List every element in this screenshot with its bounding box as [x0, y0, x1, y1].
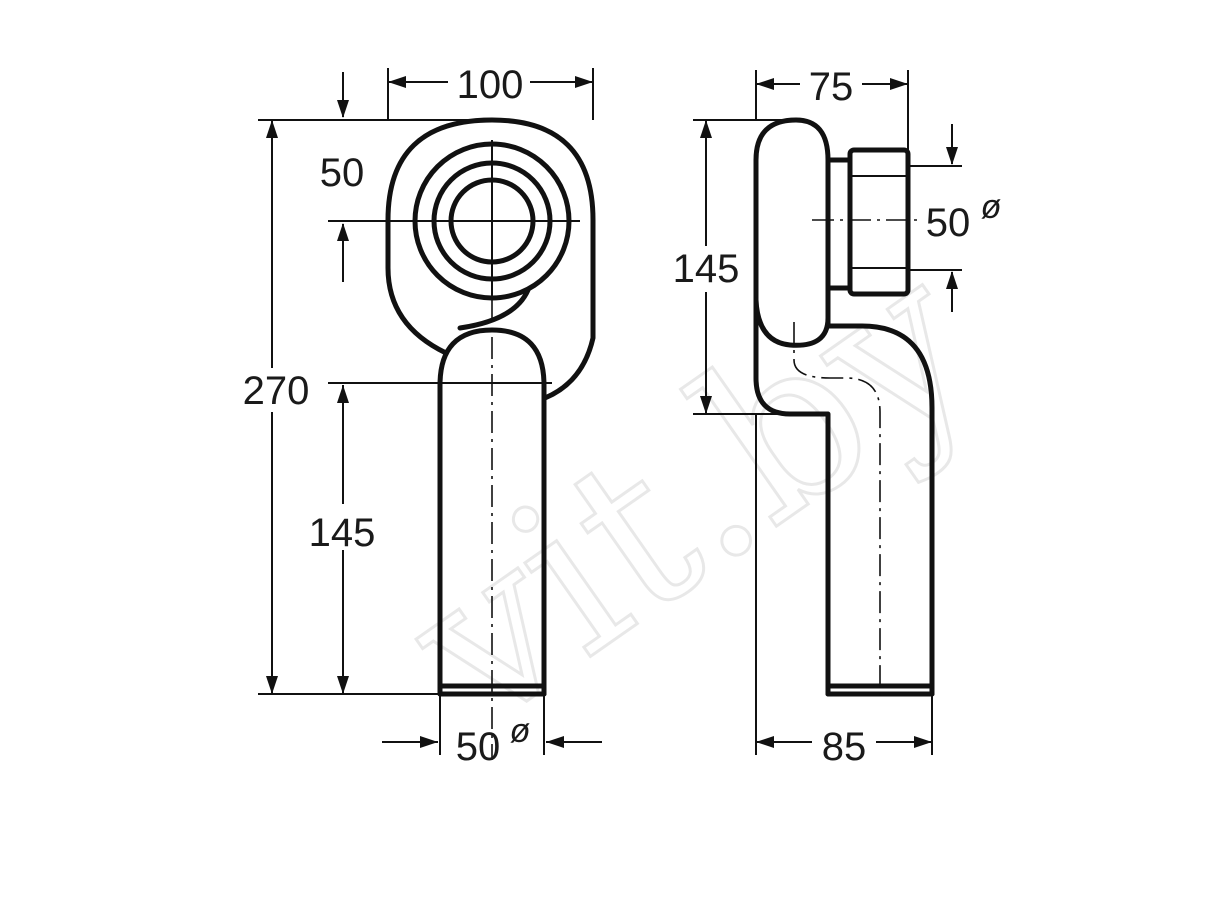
side-height-arrow-top	[700, 120, 712, 138]
side-height-label: 145	[673, 247, 740, 291]
depth-top-arrow-left	[756, 78, 774, 90]
width-arrow-right	[575, 76, 593, 88]
inlet-arrow-top	[946, 147, 958, 165]
depth-bottom-arrow-left	[756, 736, 774, 748]
front-outlet-diameter-symbol: ø	[510, 712, 531, 750]
lower-height-label-bg	[300, 504, 386, 550]
width-arrow-left	[388, 76, 406, 88]
side-depth-top-label: 75	[809, 65, 854, 109]
outlet-arrow-right	[546, 736, 564, 748]
side-inlet-diameter-symbol: ø	[981, 188, 1002, 226]
side-dimensions: 75 145 50 ø 85	[673, 65, 1002, 769]
inlet-arrow-bottom	[946, 271, 958, 289]
offset-arrow-top	[337, 100, 349, 118]
side-inlet-spigot	[847, 147, 911, 297]
lower-height-arrow-bottom	[337, 676, 349, 694]
front-width-label: 100	[457, 63, 524, 107]
depth-bottom-arrow-right	[914, 736, 932, 748]
depth-top-arrow-right	[890, 78, 908, 90]
lower-height-arrow-top	[337, 385, 349, 403]
watermark-logo: vit.by	[364, 211, 1018, 776]
front-offset-label: 50	[320, 151, 365, 195]
front-outlet-diameter-label: 50	[456, 725, 501, 769]
offset-arrow-bottom	[337, 223, 349, 241]
front-dimensions: 100 270 50 145 50 ø	[243, 63, 602, 769]
total-height-arrow-bottom	[266, 676, 278, 694]
total-height-arrow-top	[266, 120, 278, 138]
outlet-arrow-left	[420, 736, 438, 748]
front-total-height-label: 270	[243, 369, 310, 413]
side-flow-centerline	[793, 322, 881, 700]
side-inlet-diameter-label: 50	[926, 201, 971, 245]
front-lower-height-label: 145	[309, 511, 376, 555]
side-height-arrow-bottom	[700, 396, 712, 414]
side-depth-bottom-label: 85	[822, 725, 867, 769]
side-body-outline	[753, 117, 935, 697]
front-view	[328, 117, 596, 760]
side-socket-lower-curve	[753, 297, 831, 348]
side-view	[753, 117, 935, 700]
front-bend-crescent	[457, 287, 531, 331]
